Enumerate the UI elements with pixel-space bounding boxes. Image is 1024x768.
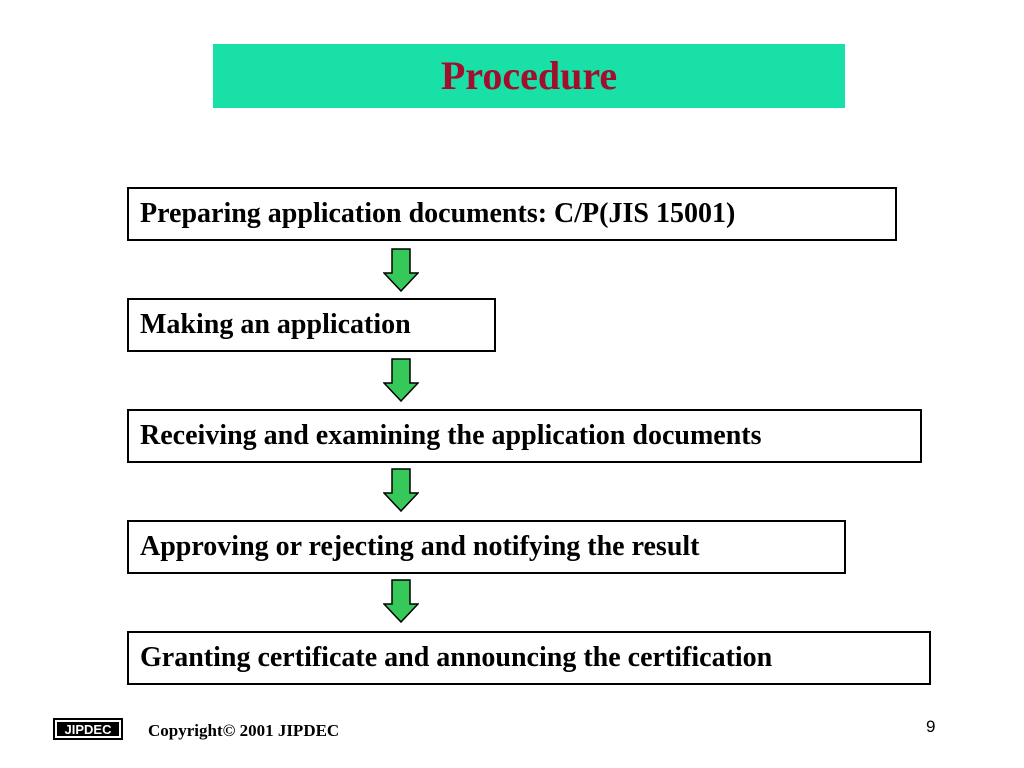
step-box-receive-examine: Receiving and examining the application … xyxy=(127,409,922,463)
down-arrow-icon xyxy=(383,468,419,512)
title-banner: Procedure xyxy=(213,44,845,108)
logo-text: JIPDEC xyxy=(65,722,113,737)
down-arrow-icon xyxy=(383,358,419,402)
step-label: Granting certificate and announcing the … xyxy=(140,642,773,673)
step-box-grant-certificate: Granting certificate and announcing the … xyxy=(127,631,931,685)
copyright-text: Copyright© 2001 JIPDEC xyxy=(148,721,340,740)
slide-title: Procedure xyxy=(440,53,618,98)
step-box-approve-reject: Approving or rejecting and notifying the… xyxy=(127,520,846,574)
down-arrow-icon xyxy=(383,248,419,292)
step-label: Preparing application documents: C/P(JIS… xyxy=(140,198,736,229)
step-label: Approving or rejecting and notifying the… xyxy=(140,531,700,562)
step-box-make-application: Making an application xyxy=(127,298,496,352)
jipdec-logo: JIPDEC xyxy=(53,718,123,740)
step-box-prepare-documents: Preparing application documents: C/P(JIS… xyxy=(127,187,897,241)
step-label: Making an application xyxy=(140,309,411,340)
step-label: Receiving and examining the application … xyxy=(140,420,762,451)
page-number: 9 xyxy=(926,717,936,736)
down-arrow-icon xyxy=(383,579,419,623)
